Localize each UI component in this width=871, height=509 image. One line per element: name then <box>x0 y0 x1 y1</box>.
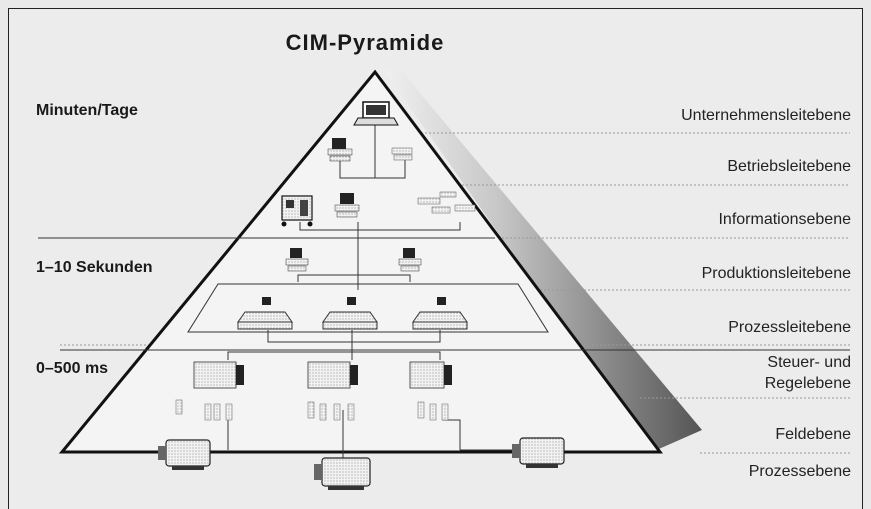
level-label-feldebene: Feldebene <box>775 426 851 443</box>
network-lines <box>227 125 540 465</box>
management-pcs-icon <box>327 138 413 162</box>
pyramid-bands <box>38 237 850 351</box>
time-scale-minutes-days: Minuten/Tage <box>36 102 138 119</box>
level-label-prozessleitebene: Prozessleitebene <box>728 319 851 336</box>
level-label-unternehmensleitebene: Unternehmensleitebene <box>681 107 851 124</box>
production-platform <box>187 283 549 333</box>
laptop-icon <box>353 101 399 126</box>
level-label-regelebene: Regelebene <box>764 375 851 392</box>
field-devices-icon <box>175 399 449 421</box>
time-scale-milliseconds: 0–500 ms <box>36 360 109 377</box>
level-label-produktionsleitebene: Produktionsleitebene <box>701 265 851 282</box>
time-scale-seconds: 1–10 Sekunden <box>36 259 153 276</box>
level-label-betriebsleitebene: Betriebsleitebene <box>727 158 851 175</box>
motor-icon-right <box>512 437 565 468</box>
diagram-title: CIM-Pyramide <box>285 30 445 55</box>
production-pcs-icon <box>285 248 422 272</box>
level-label-prozessebene: Prozessebene <box>748 463 851 480</box>
pyramid-outline <box>58 69 663 454</box>
process-consoles-icon <box>237 297 468 330</box>
pyramid-shadow-face <box>385 68 702 452</box>
information-level-devices-icon <box>281 191 476 227</box>
motor-icon-center <box>314 457 371 490</box>
level-label-informationsebene: Informationsebene <box>718 211 851 228</box>
motor-icon-left <box>158 439 211 470</box>
plc-controllers-icon <box>193 361 452 389</box>
level-label-steuer-und: Steuer- und <box>767 354 851 371</box>
